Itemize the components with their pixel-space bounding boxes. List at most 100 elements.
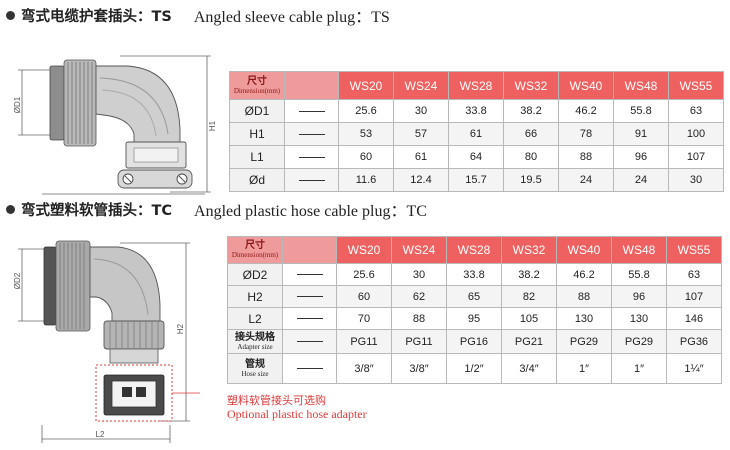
table-row: L2 70 88 95 105 130 130 146 — [227, 307, 722, 330]
table-cell: 55.8 — [611, 263, 667, 286]
table-row: L1 60 61 64 80 88 96 107 — [229, 145, 724, 169]
table-cell: PG29 — [611, 329, 667, 354]
table-cell: 46.2 — [558, 99, 614, 123]
corner-label-en: Dimension(mm) — [231, 251, 279, 259]
section-title-en: Angled sleeve cable plug：TS — [193, 9, 390, 26]
tc-plug-drawing: ØD2 H2 L2 — [13, 240, 200, 443]
table-cell: PG29 — [556, 329, 612, 354]
table-cell: 60 — [336, 285, 392, 308]
row-label-zh: 管规 — [245, 358, 265, 370]
bullet-icon — [6, 10, 15, 20]
table-cell: 3/8″ — [336, 353, 392, 384]
table-row: ØD1 25.6 30 33.8 38.2 46.2 55.8 63 — [229, 99, 724, 123]
corner-label-zh: 尺寸 — [245, 240, 265, 251]
ts-dimension-table: 尺寸 Dimension(mm) WS20 WS24 WS28 WS32 WS4… — [229, 71, 724, 192]
dim-label-h2: H2 — [176, 323, 185, 334]
table-cell: 82 — [501, 285, 557, 308]
table-cell: 24 — [558, 168, 614, 192]
table-corner-spacer — [282, 236, 337, 264]
table-cell: 57 — [393, 122, 449, 146]
table-cell: 105 — [501, 307, 557, 330]
column-header: WS40 — [558, 71, 614, 100]
table-cell: PG11 — [336, 329, 392, 354]
section-title-en: Angled plastic hose cable plug：TC — [194, 203, 427, 220]
column-header: WS40 — [556, 236, 612, 264]
table-cell: 62 — [391, 285, 447, 308]
dim-label-l2: L2 — [96, 430, 105, 439]
table-cell: 80 — [503, 145, 559, 169]
row-label: 接头规格 Adapter size — [227, 329, 283, 354]
table-cell: 63 — [666, 263, 722, 286]
section-heading-tc: 弯式塑料软管插头：TC Angled plastic hose cable pl… — [6, 198, 427, 220]
corner-label-en: Dimension(mm) — [233, 86, 281, 95]
table-cell: 60 — [338, 145, 394, 169]
row-label: Ød — [229, 168, 285, 192]
table-cell: 15.7 — [448, 168, 504, 192]
table-cell: 1″ — [611, 353, 667, 384]
table-cell: 63 — [668, 99, 724, 123]
column-header: WS28 — [448, 71, 504, 100]
table-cell: PG16 — [446, 329, 502, 354]
table-cell: PG21 — [501, 329, 557, 354]
dash-cell — [284, 168, 339, 192]
table-corner: 尺寸 Dimension(mm) — [229, 71, 285, 100]
table-cell: 64 — [448, 145, 504, 169]
table-cell: 107 — [666, 285, 722, 308]
table-row: H1 53 57 61 66 78 91 100 — [229, 122, 724, 146]
dash-cell — [282, 285, 337, 308]
table-cell: 66 — [503, 122, 559, 146]
optional-adapter-note-zh: 塑料软管接头可选购 — [227, 394, 326, 407]
row-label: L2 — [227, 307, 283, 330]
dash-cell — [282, 263, 337, 286]
table-cell: 96 — [613, 145, 669, 169]
dash-cell — [284, 145, 339, 169]
table-row: H2 60 62 65 82 88 96 107 — [227, 285, 722, 308]
table-row: Ød 11.6 12.4 15.7 19.5 24 24 30 — [229, 168, 724, 192]
dash-cell — [282, 307, 337, 330]
dash-cell — [284, 99, 339, 123]
table-cell: 96 — [611, 285, 667, 308]
table-row: ØD2 25.6 30 33.8 38.2 46.2 55.8 63 — [227, 263, 722, 286]
row-label-en: Hose size — [241, 369, 269, 378]
table-cell: 11.6 — [338, 168, 394, 192]
table-cell: 88 — [558, 145, 614, 169]
table-cell: 1/2″ — [446, 353, 502, 384]
table-cell: 46.2 — [556, 263, 612, 286]
table-cell: 1″ — [556, 353, 612, 384]
table-cell: PG11 — [391, 329, 447, 354]
section-title-zh: 弯式塑料软管插头：TC — [21, 202, 173, 219]
table-cell: 130 — [611, 307, 667, 330]
table-cell: 88 — [556, 285, 612, 308]
column-header: WS48 — [611, 236, 667, 264]
section-heading-ts: 弯式电缆护套插头：TS Angled sleeve cable plug：TS — [6, 4, 390, 26]
row-label-en: Adapter size — [237, 342, 273, 351]
dim-label-h1: H1 — [208, 120, 217, 131]
table-cell: 3/8″ — [391, 353, 447, 384]
dash-cell — [282, 329, 337, 354]
row-label: H2 — [227, 285, 283, 308]
table-cell: 33.8 — [448, 99, 504, 123]
column-header: WS20 — [338, 71, 394, 100]
dim-label-d2: ØD2 — [13, 272, 22, 289]
column-header: WS24 — [393, 71, 449, 100]
corner-label-zh: 尺寸 — [247, 75, 267, 87]
table-cell: 95 — [446, 307, 502, 330]
table-cell: 1¼″ — [666, 353, 722, 384]
table-cell: 30 — [391, 263, 447, 286]
table-cell: 78 — [558, 122, 614, 146]
table-cell: 100 — [668, 122, 724, 146]
dash-cell — [284, 122, 339, 146]
column-header: WS28 — [446, 236, 502, 264]
ts-plug-drawing: ØD1 H1 — [13, 55, 217, 195]
table-cell: 33.8 — [446, 263, 502, 286]
column-header: WS20 — [336, 236, 392, 264]
table-cell: 55.8 — [613, 99, 669, 123]
column-header: WS24 — [391, 236, 447, 264]
column-header: WS55 — [668, 71, 724, 100]
table-cell: 88 — [391, 307, 447, 330]
table-cell: PG36 — [666, 329, 722, 354]
table-cell: 30 — [668, 168, 724, 192]
column-header: WS32 — [503, 71, 559, 100]
table-cell: 146 — [666, 307, 722, 330]
table-cell: 107 — [668, 145, 724, 169]
